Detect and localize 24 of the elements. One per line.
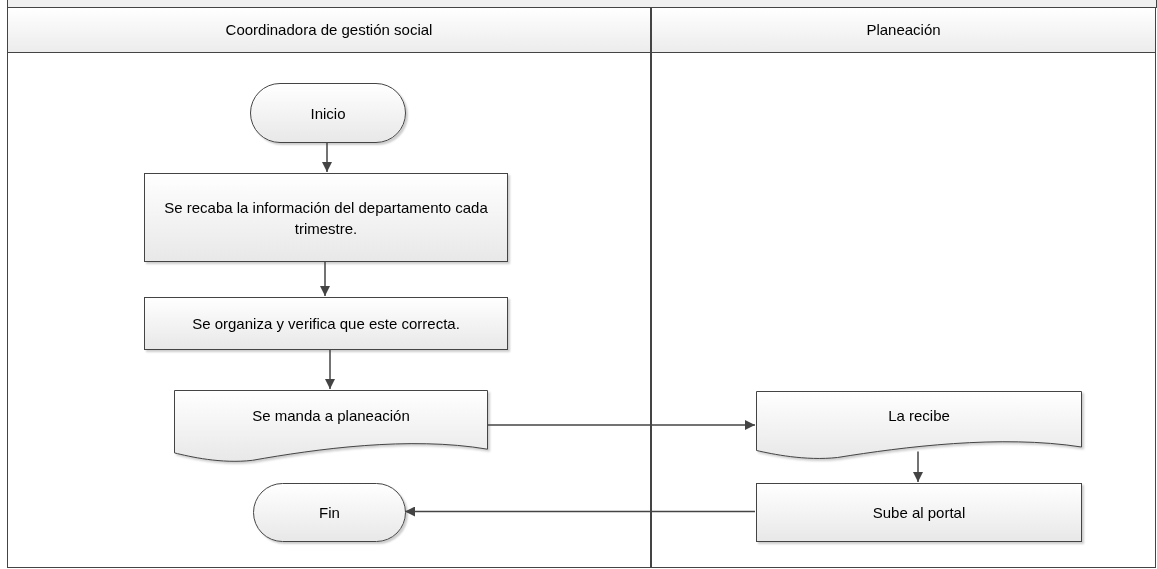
arrow	[320, 260, 330, 297]
lane-title: Coordinadora de gestión social	[225, 19, 433, 40]
process-box	[756, 483, 1082, 542]
step-text: Se recaba la información del departamento cada trimestre.	[163, 197, 489, 239]
step-text: Inicio	[309, 103, 347, 124]
arrow	[322, 141, 332, 173]
process-box	[144, 297, 508, 350]
swimlane	[651, 7, 1156, 568]
step-text: La recibe	[887, 406, 951, 426]
terminator-shape	[253, 483, 406, 542]
arrow	[486, 420, 756, 430]
step-text: Se manda a planeación	[251, 406, 411, 427]
step-text: Fin	[318, 503, 341, 523]
arrow	[404, 506, 756, 517]
step-text: Sube al portal	[871, 503, 967, 523]
swimlane	[7, 7, 651, 568]
arrow	[325, 348, 335, 390]
process-box	[144, 173, 508, 262]
arrow	[913, 450, 923, 483]
lane-title: Planeación	[866, 19, 941, 40]
terminator-shape	[250, 83, 406, 143]
document-shape	[174, 390, 488, 464]
step-text: Se organiza y verifica que este correcta.	[191, 314, 461, 334]
document-shape	[756, 391, 1082, 461]
